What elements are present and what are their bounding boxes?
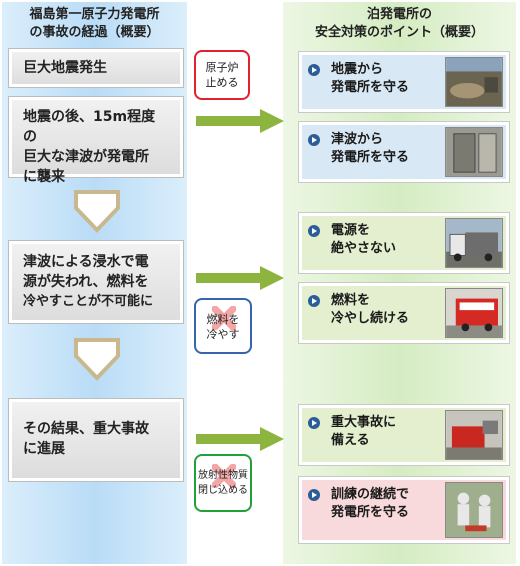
right-arrow-icon (196, 109, 284, 133)
step-text: その結果、重大事故 (23, 421, 149, 437)
step-text: に進展 (23, 441, 65, 457)
card-text: 地震から発電所を守る (331, 62, 410, 95)
play-bullet-icon (308, 64, 320, 76)
play-bullet-icon (308, 295, 320, 307)
pump-equipment-photo (445, 410, 503, 460)
play-bullet-icon (308, 489, 320, 501)
play-bullet-icon (308, 225, 320, 237)
tag-text: 止める (205, 76, 239, 89)
step-text: に襲来 (23, 169, 65, 185)
step-text: 地震の後、15m程度の (23, 109, 156, 145)
fire-truck-photo (445, 288, 503, 338)
tag-text: 原子炉 (205, 61, 239, 74)
x-mark-icon (212, 306, 236, 330)
left-title-line2: の事故の経過（概要） (29, 25, 160, 40)
right-title-line1: 泊発電所の (366, 7, 432, 22)
card-earthquake-protection[interactable]: 地震から発電所を守る (298, 51, 510, 113)
step-text: 冷やすことが不可能に (23, 294, 154, 309)
step-text: 巨大な津波が発電所 (23, 149, 149, 165)
right-column-title: 泊発電所の 安全対策のポイント（概要） (283, 6, 516, 42)
construction-site-photo (445, 57, 503, 107)
tag-cool-fuel: 燃料を 冷やす (194, 298, 252, 354)
step-text: 源が失われ、燃料を (23, 274, 149, 290)
card-text: 津波から発電所を守る (331, 132, 410, 165)
tag-text: 閉じ込める (198, 485, 248, 496)
tag-stop-reactor: 原子炉 止める (194, 50, 250, 100)
step-text: 津波による浸水で電 (23, 254, 149, 270)
step-earthquake: 巨大地震発生 (8, 48, 184, 88)
card-continued-training[interactable]: 訓練の継続で発電所を守る (298, 476, 510, 544)
right-arrow-icon (196, 266, 284, 290)
training-photo (445, 482, 503, 538)
card-keep-cooling[interactable]: 燃料を冷やし続ける (298, 282, 510, 344)
power-truck-photo (445, 218, 503, 268)
card-text: 燃料を冷やし続ける (331, 293, 410, 326)
down-arrow-icon (74, 190, 120, 233)
step-tsunami: 地震の後、15m程度の 巨大な津波が発電所 に襲来 (8, 96, 184, 185)
card-prepare-severe-accident[interactable]: 重大事故に備える (298, 404, 510, 466)
card-tsunami-protection[interactable]: 津波から発電所を守る (298, 121, 510, 183)
tag-text: 燃料を (206, 313, 240, 326)
left-column-title: 福島第一原子力発電所 の事故の経過（概要） (2, 6, 187, 42)
right-arrow-icon (196, 427, 284, 451)
tag-contain-radioactive: 放射性物質 閉じ込める (194, 454, 252, 512)
right-title-line2: 安全対策のポイント（概要） (314, 25, 484, 40)
card-text: 電源を絶やさない (331, 223, 397, 256)
tag-text: 放射性物質 (198, 470, 248, 481)
x-mark-icon (212, 464, 236, 488)
card-text: 訓練の継続で発電所を守る (331, 487, 410, 520)
left-title-line1: 福島第一原子力発電所 (29, 7, 160, 22)
step-text: 巨大地震発生 (23, 60, 107, 76)
card-text: 重大事故に備える (331, 415, 397, 448)
step-power-loss: 津波による浸水で電 源が失われ、燃料を 冷やすことが不可能に (8, 240, 184, 324)
card-keep-power[interactable]: 電源を絶やさない (298, 212, 510, 274)
watertight-door-photo (445, 127, 503, 177)
play-bullet-icon (308, 134, 320, 146)
step-severe-accident: その結果、重大事故 に進展 (8, 398, 184, 482)
down-arrow-icon (74, 338, 120, 381)
play-bullet-icon (308, 417, 320, 429)
tag-text: 冷やす (206, 328, 240, 341)
